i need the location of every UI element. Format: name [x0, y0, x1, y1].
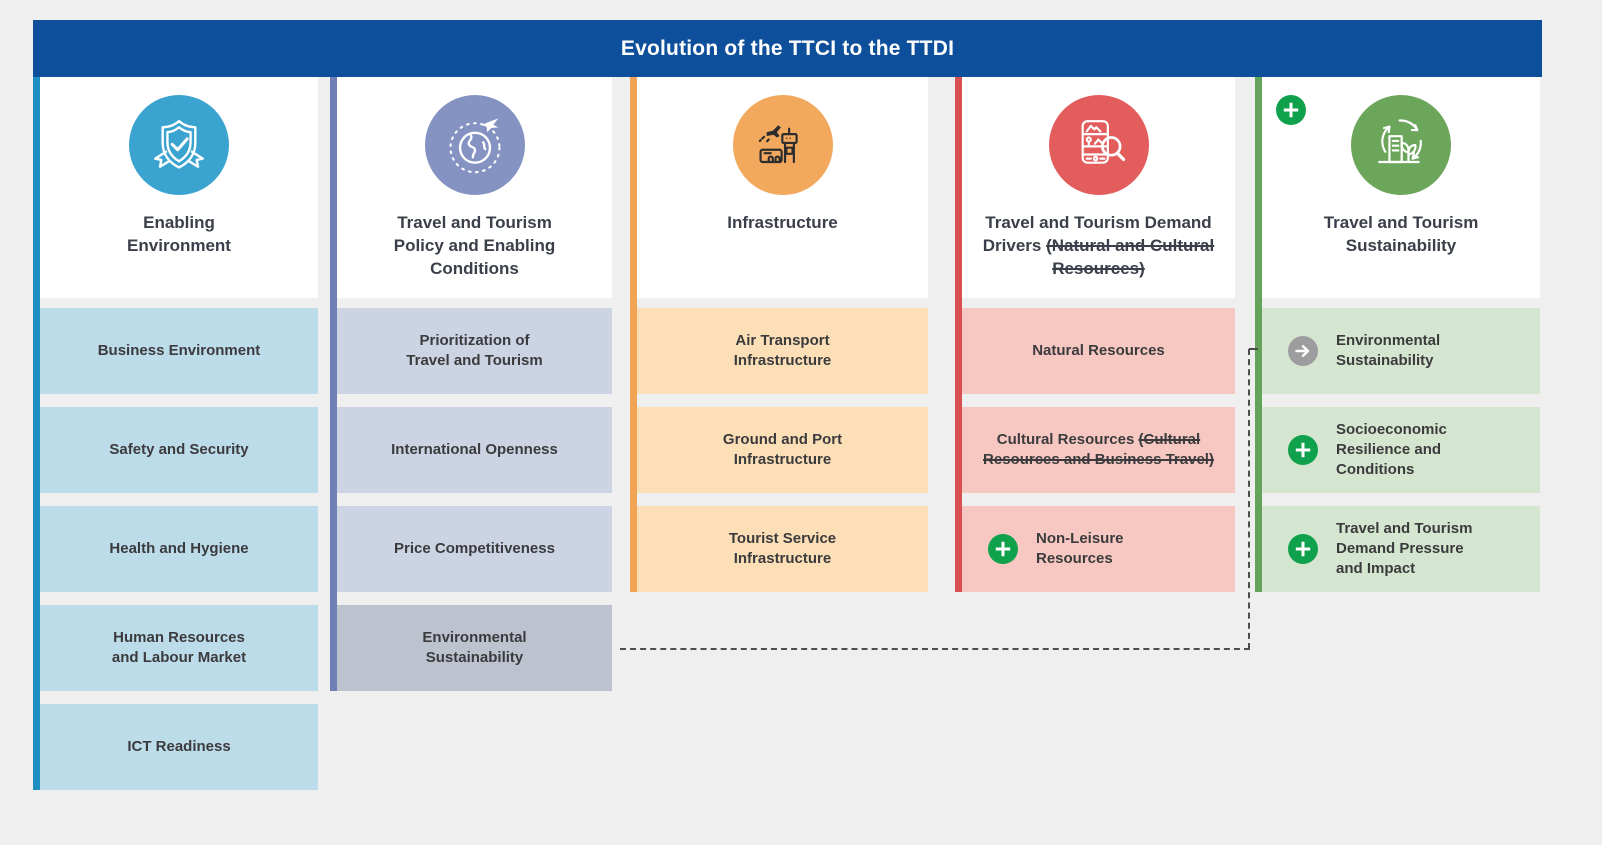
globe-airplane-icon: [424, 95, 525, 195]
subpillar-row-new: Socioeconomic Resilience and Conditions: [1262, 407, 1540, 493]
subpillar-label: Human Resources and Labour Market: [111, 629, 247, 666]
subpillar-label: International Openness: [391, 441, 558, 458]
arrow-right-icon: [1288, 336, 1318, 366]
subpillar-label: Travel and Tourism Demand Pressure and I…: [1336, 520, 1473, 577]
subpillar-label: Safety and Security: [109, 441, 249, 458]
title-bar: Evolution of the TTCI to the TTDI: [33, 20, 1542, 77]
subpillar-row: ICT Readiness: [40, 704, 318, 790]
pillar-column-policy-conditions: Travel and Tourism Policy and Enabling C…: [330, 77, 612, 691]
pillar-header: Travel and Tourism Sustainability: [1262, 77, 1540, 298]
pillar-title: Enabling Environment: [127, 213, 231, 255]
moved-connector-vertical-line: [1248, 349, 1250, 649]
pillar-title: Travel and Tourism Policy and Enabling C…: [393, 213, 556, 278]
subpillar-row: Natural Resources: [962, 308, 1235, 394]
plus-icon: [1288, 534, 1318, 564]
subpillar-label: Ground and Port Infrastructure: [722, 431, 843, 468]
pillar-column-enabling-environment: Enabling Environment Business Environmen…: [33, 77, 318, 790]
subpillar-row: Tourist Service Infrastructure: [637, 506, 928, 592]
subpillar-label: ICT Readiness: [127, 738, 231, 755]
figure-title: Evolution of the TTCI to the TTDI: [620, 36, 955, 60]
subpillar-row: Human Resources and Labour Market: [40, 605, 318, 691]
subpillar-label: Natural Resources: [1032, 342, 1165, 359]
subpillar-row: International Openness: [337, 407, 612, 493]
airport-icon: [732, 95, 833, 195]
moved-connector-horizontal-line: [620, 648, 1250, 650]
subpillar-label: Socioeconomic Resilience and Conditions: [1336, 421, 1447, 478]
shield-check-icon: [129, 95, 229, 195]
subpillar-label: Air Transport Infrastructure: [733, 332, 832, 369]
subpillar-label: Cultural Resources (Cultural Resources a…: [983, 431, 1214, 468]
pillar-header: Infrastructure: [637, 77, 928, 298]
pillar-title: Travel and Tourism Sustainability: [1323, 213, 1479, 255]
subpillar-row-new: Non-Leisure Resources: [962, 506, 1235, 592]
plus-icon: [988, 534, 1018, 564]
subpillar-label: Environmental Sustainability: [422, 629, 527, 666]
subpillar-row: Cultural Resources (Cultural Resources a…: [962, 407, 1235, 493]
subpillar-row: Business Environment: [40, 308, 318, 394]
struck-former-name: (Cultural Resources and Business Travel): [983, 431, 1214, 468]
subpillar-label: Environmental Sustainability: [1336, 332, 1441, 369]
struck-former-name: (Natural and Cultural Resources): [1046, 236, 1215, 278]
subpillar-row: Price Competitiveness: [337, 506, 612, 592]
subpillar-label: Business Environment: [97, 342, 261, 359]
map-search-icon: [1048, 95, 1149, 195]
subpillar-label: Prioritization of Travel and Tourism: [406, 332, 543, 369]
pillar-header: Enabling Environment: [40, 77, 318, 298]
subpillar-row-moved-environmental-sustainability: Environmental Sustainability: [337, 605, 612, 691]
subpillar-row: Safety and Security: [40, 407, 318, 493]
pillar-title: Travel and Tourism Demand Drivers (Natur…: [982, 213, 1215, 278]
pillar-column-demand-drivers: Travel and Tourism Demand Drivers (Natur…: [955, 77, 1235, 592]
building-leaf-icon: [1351, 95, 1451, 195]
subpillar-row: Health and Hygiene: [40, 506, 318, 592]
subpillar-label: Non-Leisure Resources: [1036, 530, 1124, 567]
subpillar-row-new: Travel and Tourism Demand Pressure and I…: [1262, 506, 1540, 592]
pillar-header: Travel and Tourism Policy and Enabling C…: [337, 77, 612, 298]
pillar-column-infrastructure: Infrastructure Air Transport Infrastruct…: [630, 77, 928, 592]
subpillar-row: Air Transport Infrastructure: [637, 308, 928, 394]
subpillar-row: Prioritization of Travel and Tourism: [337, 308, 612, 394]
moved-connector-end-tick: [1249, 348, 1258, 350]
pillar-title: Infrastructure: [727, 213, 838, 232]
subpillar-row-moved-in: Environmental Sustainability: [1262, 308, 1540, 394]
plus-icon: [1276, 95, 1306, 125]
subpillar-label: Health and Hygiene: [109, 540, 249, 557]
plus-icon: [1288, 435, 1318, 465]
subpillar-label: Price Competitiveness: [394, 540, 555, 557]
subpillar-label: Tourist Service Infrastructure: [728, 530, 837, 567]
pillar-header: Travel and Tourism Demand Drivers (Natur…: [962, 77, 1235, 298]
pillar-column-sustainability: Travel and Tourism Sustainability Enviro…: [1255, 77, 1540, 592]
subpillar-row: Ground and Port Infrastructure: [637, 407, 928, 493]
